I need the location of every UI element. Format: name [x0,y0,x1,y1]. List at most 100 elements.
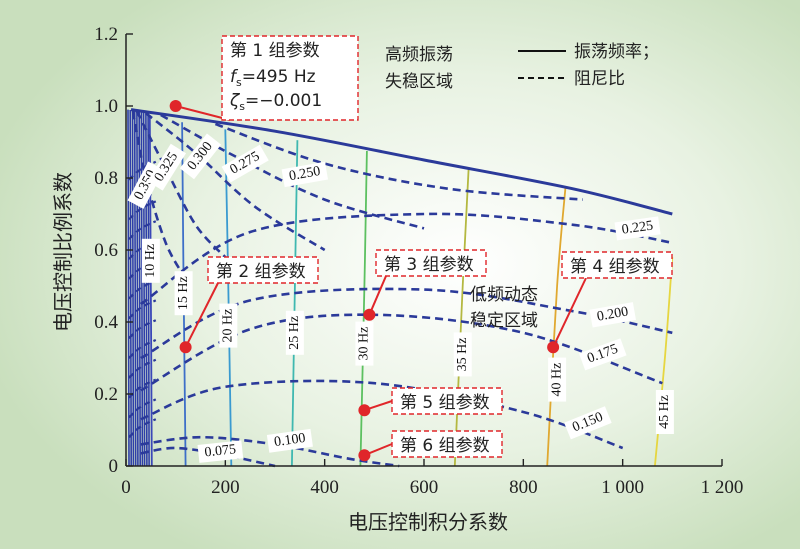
callout-box [221,35,359,121]
damping-label-bg [564,406,612,440]
parameter-point [358,449,371,462]
frequency-label-25-Hz: 25 Hz [287,316,302,350]
dense-damping-line [128,418,157,439]
dense-damping-line [128,319,157,340]
damping-label-bg [266,428,313,453]
dense-frequency-line [129,109,132,467]
unstable-region-label: 高频振荡 失稳区域 [385,45,453,92]
set1-fs: fs=495 Hz [230,67,316,89]
y-tick-label-0-8: 0.8 [94,168,118,189]
annotation-layer: 第 1 组参数fs=495 Hzζs=−0.001第 2 组参数第 3 组参数第… [169,35,673,462]
y-tick-label-1-0: 1.0 [94,96,118,117]
frequency-contour-45-Hz [654,257,674,467]
dense-damping-line [128,220,157,241]
damping-label-bg [147,143,187,191]
y-tick-label-0-2: 0.2 [94,384,118,405]
stable-region-line-2: 稳定区域 [470,311,538,331]
dense-damping-line [128,279,157,300]
dense-frequency-line [131,110,135,467]
dense-frequency-line [133,110,137,467]
dense-damping-line [128,378,157,399]
frequency-contour-30-Hz [359,150,368,467]
damping-label-0-225: 0.225 [621,219,654,238]
y-tick-label-1-2: 1.2 [94,24,118,45]
x-tick-label-800: 800 [509,477,538,498]
callout-box [375,249,487,277]
callout-box [207,256,319,284]
parameter-set-callout-2: 第 2 组参数 [179,256,319,354]
damping-contour-0-225 [140,212,673,306]
damping-contour-0-250 [214,122,584,201]
y-tick-label-0: 0 [109,456,119,477]
dense-damping-line [128,259,157,280]
dense-frequency-line [127,109,130,467]
callout-box [561,251,673,279]
frequency-contour-40-Hz [546,186,567,467]
frequency-label-bg [548,357,567,402]
callout-title: 第 6 组参数 [400,436,490,456]
damping-contour-0-325 [135,110,227,259]
callout-title: 第 4 组参数 [570,257,660,277]
dense-frequency-line [136,110,139,467]
parameter-set-callout-4: 第 4 组参数 [547,251,673,354]
stable-region-label: 低频动态 稳定区域 [470,285,538,331]
frequency-contour-35-Hz [453,167,470,467]
damping-label-0-250: 0.250 [288,164,322,184]
dense-damping-line [128,200,157,221]
dense-damping-line [128,358,157,379]
parameter-point [179,341,192,354]
x-tick-label-400: 400 [310,477,339,498]
y-axis-title: 电压控制比例系数 [51,172,75,332]
unstable-region-line-2: 失稳区域 [385,72,453,92]
parameter-set-callout-3: 第 3 组参数 [363,249,487,321]
damping-label-bg [579,338,627,371]
frequency-label-bg [285,310,304,355]
frequency-label-bg [453,332,472,377]
damping-contour-0-350 [131,111,187,280]
callout-leader [552,277,587,348]
damping-label-bg [614,216,661,241]
stable-region-line-1: 低频动态 [470,285,538,305]
dense-damping-line [128,398,157,419]
callout-title: 第 2 组参数 [216,262,306,282]
callout-title: 第 3 组参数 [384,255,474,275]
dense-damping-line [128,240,157,260]
callout-box [391,430,503,458]
frequency-label-bg [219,303,238,348]
stability-boundary [130,108,673,216]
frequency-label-35-Hz: 35 Hz [455,337,470,371]
x-tick-label-0: 0 [121,477,131,498]
legend: 振荡频率； 阻尼比 [518,42,659,89]
parameter-set-callout-5: 第 5 组参数 [358,387,503,417]
parameter-point [169,100,182,112]
damping-label-bg [589,302,636,328]
y-tick-label-0-4: 0.4 [94,312,118,333]
contour-layer [127,108,674,468]
frequency-label-30-Hz: 30 Hz [357,327,372,361]
callout-title: 第 1 组参数 [230,41,320,61]
dense-damping-line [128,339,157,359]
damping-label-0-075: 0.075 [204,442,237,460]
callout-title: 第 5 组参数 [400,393,490,413]
parameter-point [547,341,560,354]
frequency-label-15-Hz: 15 Hz [176,276,191,310]
x-tick-label-200: 200 [211,477,240,498]
frequency-label-10-Hz: 10 Hz [143,244,158,278]
frequency-contour-10-Hz [148,116,153,467]
callout-box [391,387,503,415]
damping-label-0-100: 0.100 [273,431,306,450]
damping-label-0-200: 0.200 [596,304,630,324]
legend-label-damping: 阻尼比 [574,69,625,89]
callout-leader [368,275,387,316]
dense-damping-line [128,299,157,320]
callout-leader [175,105,231,121]
callout-leader [184,282,219,348]
frequency-label-45-Hz: 45 Hz [657,395,672,429]
frequency-label-bg [655,390,674,434]
damping-label-bg [197,440,244,463]
set1-zeta: ζs=−0.001 [229,91,322,113]
frequency-label-bg [355,321,374,366]
